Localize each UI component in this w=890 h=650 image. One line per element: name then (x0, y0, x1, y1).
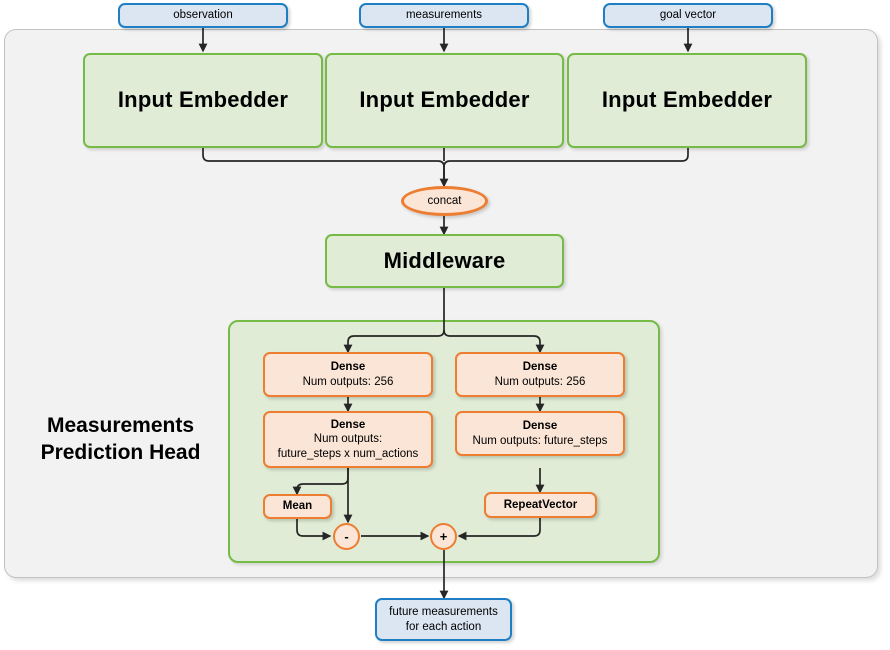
mean-node[interactable]: Mean (263, 494, 332, 519)
dense-right-1[interactable]: Dense Num outputs: 256 (455, 352, 625, 397)
head-label-line-1: Measurements (46, 414, 195, 437)
layer-name: Dense (522, 420, 558, 433)
module-title: Input Embedder (601, 87, 773, 113)
middleware-node[interactable]: Middleware (325, 234, 564, 288)
dense-left-2[interactable]: Dense Num outputs: future_steps x num_ac… (263, 411, 433, 468)
input-label: observation (173, 9, 233, 22)
dense-right-2[interactable]: Dense Num outputs: future_steps (455, 411, 625, 456)
measurements-prediction-head-label: Measurements Prediction Head (18, 412, 223, 467)
layer-name: Dense (522, 361, 558, 374)
output-label-line-2: for each action (405, 620, 482, 633)
input-embedder-goal-vector[interactable]: Input Embedder (567, 53, 807, 148)
input-label: measurements (405, 9, 483, 22)
head-label-line-2: Prediction Head (40, 441, 201, 465)
concat-node[interactable]: concat (401, 186, 488, 216)
layer-name: Dense (330, 419, 366, 432)
layer-detail-1: Num outputs: 256 (494, 375, 586, 388)
layer-name: Dense (330, 361, 366, 374)
module-title: Input Embedder (359, 87, 530, 113)
input-node-goal-vector[interactable]: goal vector (603, 3, 773, 28)
layer-name: Mean (282, 500, 313, 513)
layer-detail-1: Num outputs: 256 (302, 375, 394, 388)
input-embedder-measurements[interactable]: Input Embedder (325, 53, 564, 148)
repeat-vector-node[interactable]: RepeatVector (484, 492, 597, 518)
concat-label: concat (427, 195, 462, 207)
operator-symbol: - (344, 529, 349, 544)
input-node-observation[interactable]: observation (118, 3, 288, 28)
input-label: goal vector (659, 9, 717, 22)
layer-name: RepeatVector (503, 498, 578, 511)
output-label-line-1: future measurements (389, 606, 498, 619)
operator-symbol: + (439, 529, 448, 544)
layer-detail-2: future_steps x num_actions (277, 447, 419, 460)
input-embedder-observation[interactable]: Input Embedder (83, 53, 323, 148)
input-node-measurements[interactable]: measurements (359, 3, 529, 28)
output-node-future-measurements[interactable]: future measurements for each action (375, 598, 512, 641)
layer-detail-1: Num outputs: (313, 433, 383, 446)
subtract-operator[interactable]: - (333, 523, 360, 550)
module-title: Middleware (383, 247, 506, 273)
layer-detail-1: Num outputs: future_steps (472, 434, 608, 447)
add-operator[interactable]: + (430, 523, 457, 550)
dense-left-1[interactable]: Dense Num outputs: 256 (263, 352, 433, 397)
module-title: Input Embedder (117, 87, 289, 113)
